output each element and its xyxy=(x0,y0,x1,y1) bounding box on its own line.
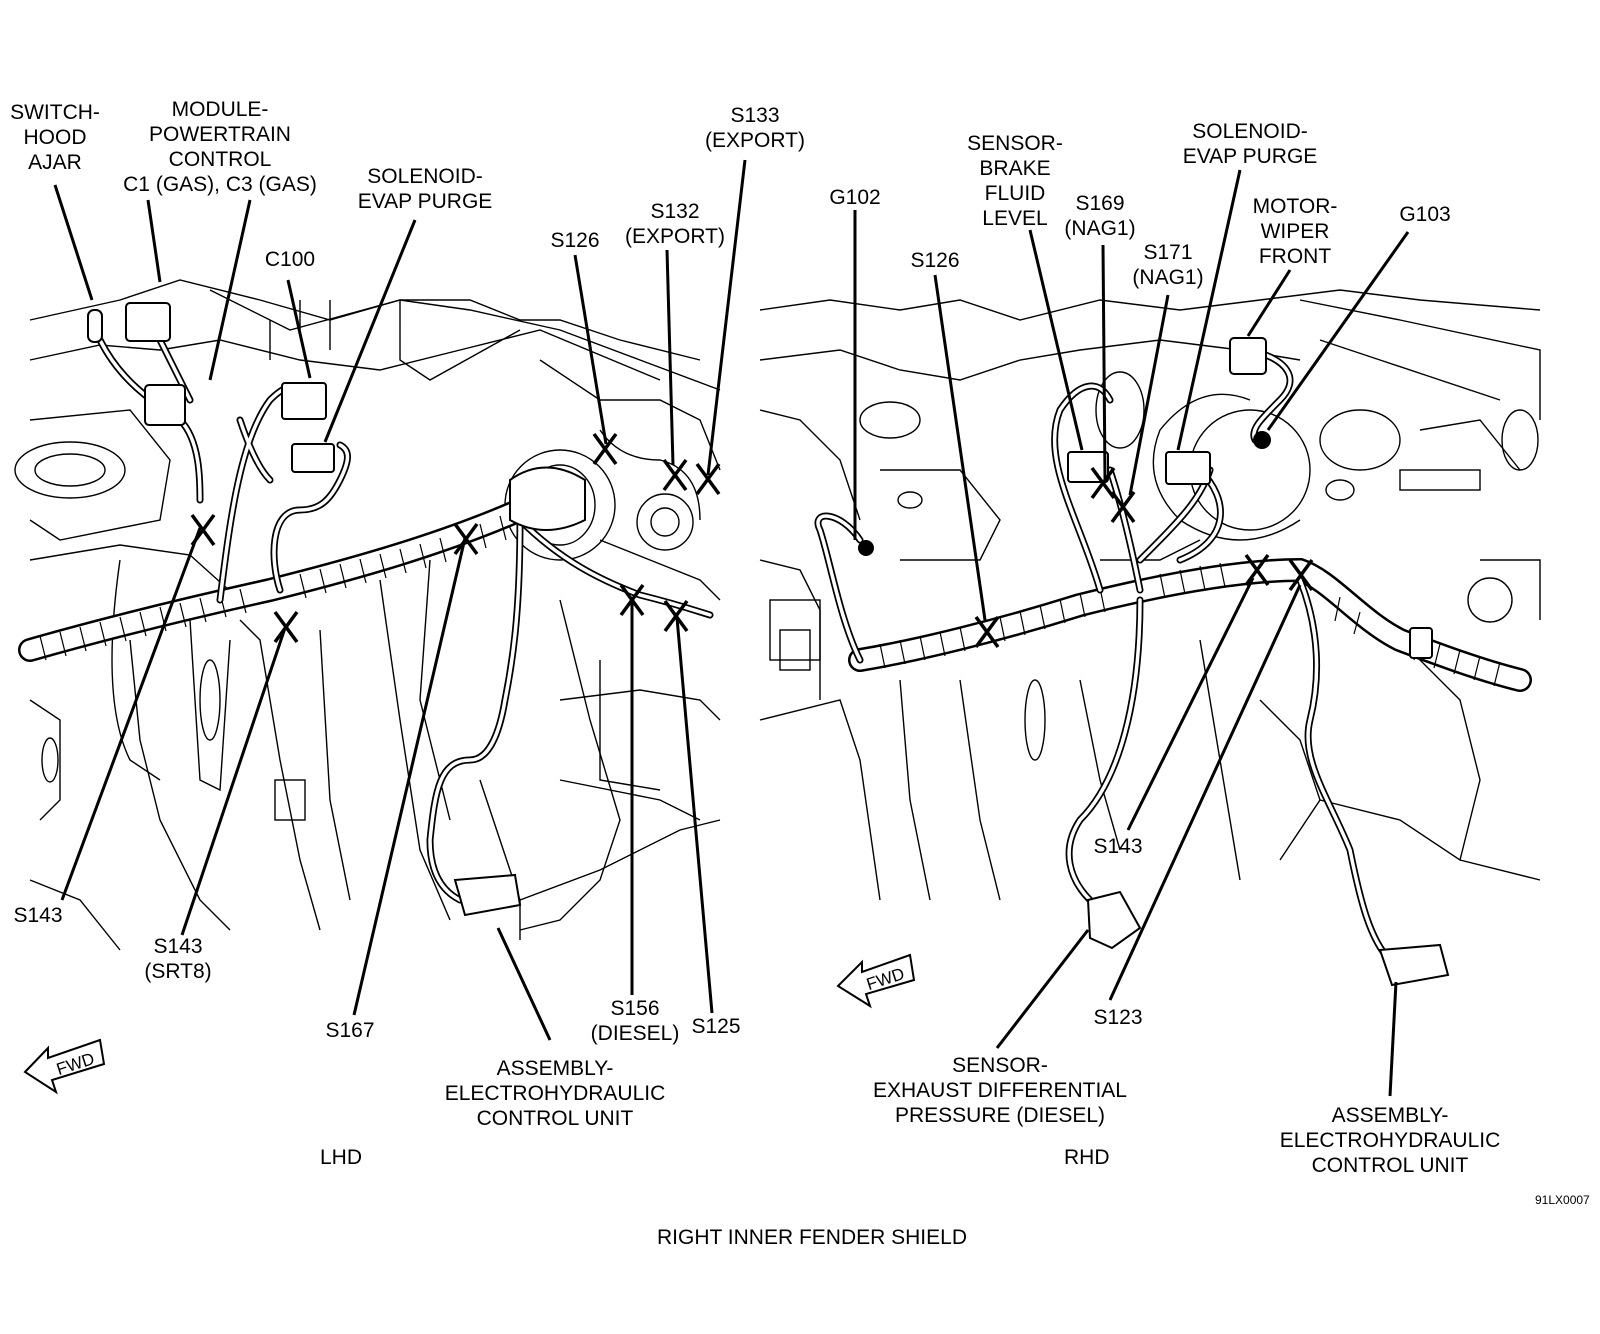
rhd-label-motor-wiper-front: MOTOR- WIPER FRONT xyxy=(1252,195,1338,268)
rhd-fwd-arrow xyxy=(836,953,916,1009)
rhd-label-s143: S143 xyxy=(1093,835,1143,858)
s156-splice-mark xyxy=(619,583,645,617)
rhd-body-structure xyxy=(759,289,1541,901)
rhd-label-solenoid-evap-purge: SOLENOID- EVAP PURGE xyxy=(1182,120,1318,168)
rhd-label-sensor-exhaust-differential-pressure: SENSOR- EXHAUST DIFFERENTIAL PRESSURE (D… xyxy=(873,1054,1127,1127)
rhd-inline-connector xyxy=(1409,627,1433,659)
lhd-label-module-powertrain-control: MODULE- POWERTRAIN CONTROL C1 (GAS), C3 … xyxy=(123,98,317,196)
s126-splice-mark xyxy=(592,432,618,466)
brake-fluid-sensor-connector xyxy=(1067,451,1109,483)
lhd-body-structure xyxy=(14,279,721,951)
lhd-connectors xyxy=(87,302,586,917)
rhd-label-s126: S126 xyxy=(910,249,960,272)
s133-splice-mark xyxy=(695,462,721,496)
lhd-harness-ribs xyxy=(39,515,507,661)
wiper-motor-connector xyxy=(1229,337,1267,375)
s171-splice-mark xyxy=(1110,490,1136,524)
hood-ajar-switch-connector xyxy=(87,309,103,343)
rhd-label-s171-nag1: S171 (NAG1) xyxy=(1132,241,1204,289)
rhd-evap-purge-solenoid-connector xyxy=(1165,451,1211,485)
lhd-leader-lines xyxy=(53,159,747,1041)
pcm-c3-connector xyxy=(144,384,186,426)
g103-ground-eyelet xyxy=(1253,431,1271,449)
lhd-label-solenoid-evap-purge: SOLENOID- EVAP PURGE xyxy=(357,165,493,213)
figure-caption: RIGHT INNER FENDER SHIELD xyxy=(657,1226,967,1249)
c100-connector xyxy=(281,382,327,420)
rhd-view-label: RHD xyxy=(1064,1146,1110,1169)
s123-splice-mark xyxy=(1288,558,1314,592)
lhd-label-s133-export: S133 (EXPORT) xyxy=(705,104,805,152)
lhd-label-s126: S126 xyxy=(550,229,600,252)
rhd-label-assembly-ehcu: ASSEMBLY- ELECTROHYDRAULIC CONTROL UNIT xyxy=(1279,1104,1501,1177)
lhd-label-c100: C100 xyxy=(264,248,316,271)
rhd-splice-marks xyxy=(974,466,1314,649)
rhd-leader-lines xyxy=(853,169,1410,1097)
rhd-label-sensor-brake-fluid-level: SENSOR- BRAKE FLUID LEVEL xyxy=(967,132,1063,230)
lhd-label-s143: S143 xyxy=(13,904,63,927)
exhaust-pressure-sensor-connector xyxy=(1086,890,1142,950)
rhd-label-s169-nag1: S169 (NAG1) xyxy=(1064,192,1136,240)
g102-ground-eyelet xyxy=(858,540,874,556)
lhd-label-s167: S167 xyxy=(325,1019,375,1042)
lhd-ehcu-connector xyxy=(453,873,522,917)
rhd-label-g103: G103 xyxy=(1399,203,1451,226)
rhd-s143-splice-mark xyxy=(1244,553,1270,587)
rhd-harness-ribs xyxy=(879,562,1501,687)
s143-splice-mark xyxy=(190,513,216,547)
lhd-evap-purge-solenoid-connector xyxy=(291,443,335,473)
s167-splice-mark xyxy=(453,522,479,556)
lhd-label-assembly-ehcu: ASSEMBLY- ELECTROHYDRAULIC CONTROL UNIT xyxy=(444,1057,666,1130)
s125-splice-mark xyxy=(663,599,689,633)
lhd-view-label: LHD xyxy=(320,1146,363,1169)
rhd-s126-splice-mark xyxy=(974,615,1000,649)
lhd-fwd-arrow xyxy=(23,1038,106,1095)
s132-splice-mark xyxy=(662,458,688,492)
pcm-c1-connector xyxy=(125,302,171,342)
lhd-label-s125: S125 xyxy=(691,1015,741,1038)
rhd-label-s123: S123 xyxy=(1093,1006,1143,1029)
s143-srt8-splice-mark xyxy=(273,610,299,644)
lhd-label-s156-diesel: S156 (DIESEL) xyxy=(590,997,680,1045)
lhd-label-s132-export: S132 (EXPORT) xyxy=(625,200,725,248)
lhd-grommet xyxy=(509,466,586,531)
lhd-label-s143-srt8: S143 (SRT8) xyxy=(144,935,212,983)
lhd-splice-marks xyxy=(190,432,721,644)
lhd-label-switch-hood-ajar: SWITCH- HOOD AJAR xyxy=(10,101,100,174)
figure-code: 91LX0007 xyxy=(1535,1193,1590,1207)
rhd-label-g102: G102 xyxy=(829,186,881,209)
rhd-ehcu-connector xyxy=(1378,943,1450,987)
s169-splice-mark xyxy=(1090,466,1116,500)
